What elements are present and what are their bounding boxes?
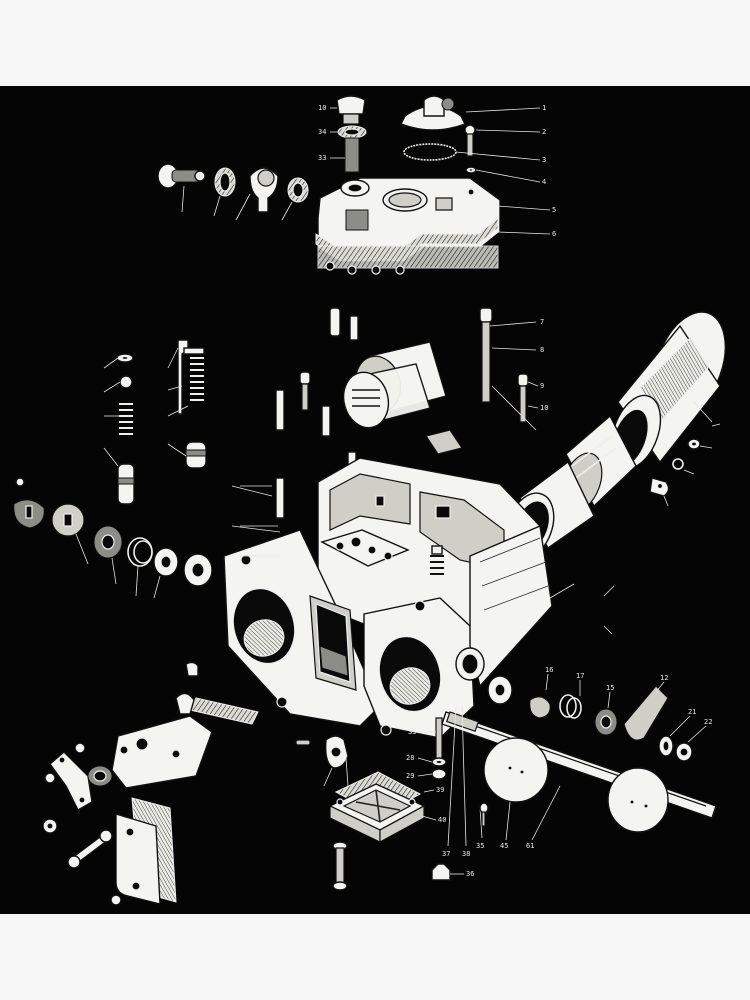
base-plate-group: 33 28 29 39 40 37 38 36 — [295, 705, 489, 891]
callout-36: 36 — [466, 870, 474, 878]
callout-45: 45 — [500, 842, 508, 850]
callout-22: 22 — [704, 718, 712, 726]
callout-10: 10 — [540, 404, 548, 412]
callout-38: 38 — [462, 850, 470, 858]
idle-jet-holders-group — [13, 477, 213, 599]
callout-7: 7 — [540, 318, 544, 326]
callout-stud: 33 — [318, 154, 326, 162]
callout-35: 35 — [476, 842, 484, 850]
callout-40: 40 — [438, 816, 446, 824]
callout-16: 16 — [545, 666, 553, 674]
callout-1: 1 — [542, 104, 546, 112]
misc-leaders — [231, 485, 615, 635]
pump-cover-group — [42, 661, 259, 906]
diagram-print-area: Twin-choke carburettor exploded parts vi… — [0, 86, 750, 914]
callout-2: 2 — [542, 128, 546, 136]
callout-33: 33 — [408, 728, 416, 736]
callout-39: 39 — [436, 786, 444, 794]
callout-5: 5 — [552, 206, 556, 214]
callout-21: 21 — [688, 708, 696, 716]
callout-3: 3 — [542, 156, 546, 164]
callout-15: 15 — [606, 684, 614, 692]
fuel-inlet-group — [157, 163, 309, 221]
pump-springs-group — [103, 339, 207, 505]
throttle-shaft-group: 16 17 15 12 21 22 35 45 61 — [441, 666, 717, 850]
callout-28: 28 — [406, 754, 414, 762]
callout-6: 6 — [552, 230, 556, 238]
callout-cap: 10 — [318, 104, 326, 112]
callout-washer: 34 — [318, 128, 326, 136]
callout-61: 61 — [526, 842, 534, 850]
callout-12: 12 — [660, 674, 668, 682]
callout-8: 8 — [540, 346, 544, 354]
callout-17: 17 — [576, 672, 584, 680]
carburettor-exploded-diagram: 1 2 3 4 5 6 10 34 33 — [13, 95, 726, 906]
top-cover-group: 1 2 3 4 5 6 10 34 33 — [315, 95, 556, 275]
main-body-group — [223, 457, 553, 739]
callout-9: 9 — [540, 382, 544, 390]
callout-37: 37 — [442, 850, 450, 858]
callout-29: 29 — [406, 772, 414, 780]
callout-4: 4 — [542, 178, 546, 186]
